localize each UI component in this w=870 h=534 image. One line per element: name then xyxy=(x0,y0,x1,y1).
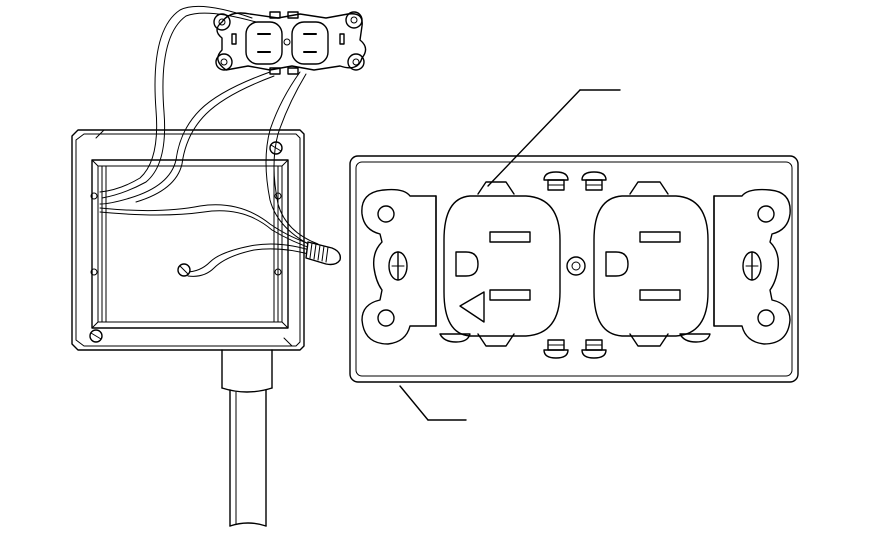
terminal-screw xyxy=(543,171,569,191)
wires xyxy=(99,5,319,277)
terminal-screw xyxy=(581,171,607,191)
terminal-screw xyxy=(543,339,569,359)
conduit xyxy=(221,349,273,527)
ground-screw xyxy=(177,263,191,277)
wire-nut xyxy=(305,241,342,266)
receptacle-front-view xyxy=(349,155,799,383)
leader-line-bottom xyxy=(399,385,467,421)
terminal-screw xyxy=(581,339,607,359)
leader-line-top xyxy=(487,89,621,187)
outlet-face-right xyxy=(593,195,709,337)
electrical-box xyxy=(71,129,305,351)
outlet-face-left xyxy=(443,195,561,337)
duplex-receptacle-small xyxy=(213,11,367,75)
